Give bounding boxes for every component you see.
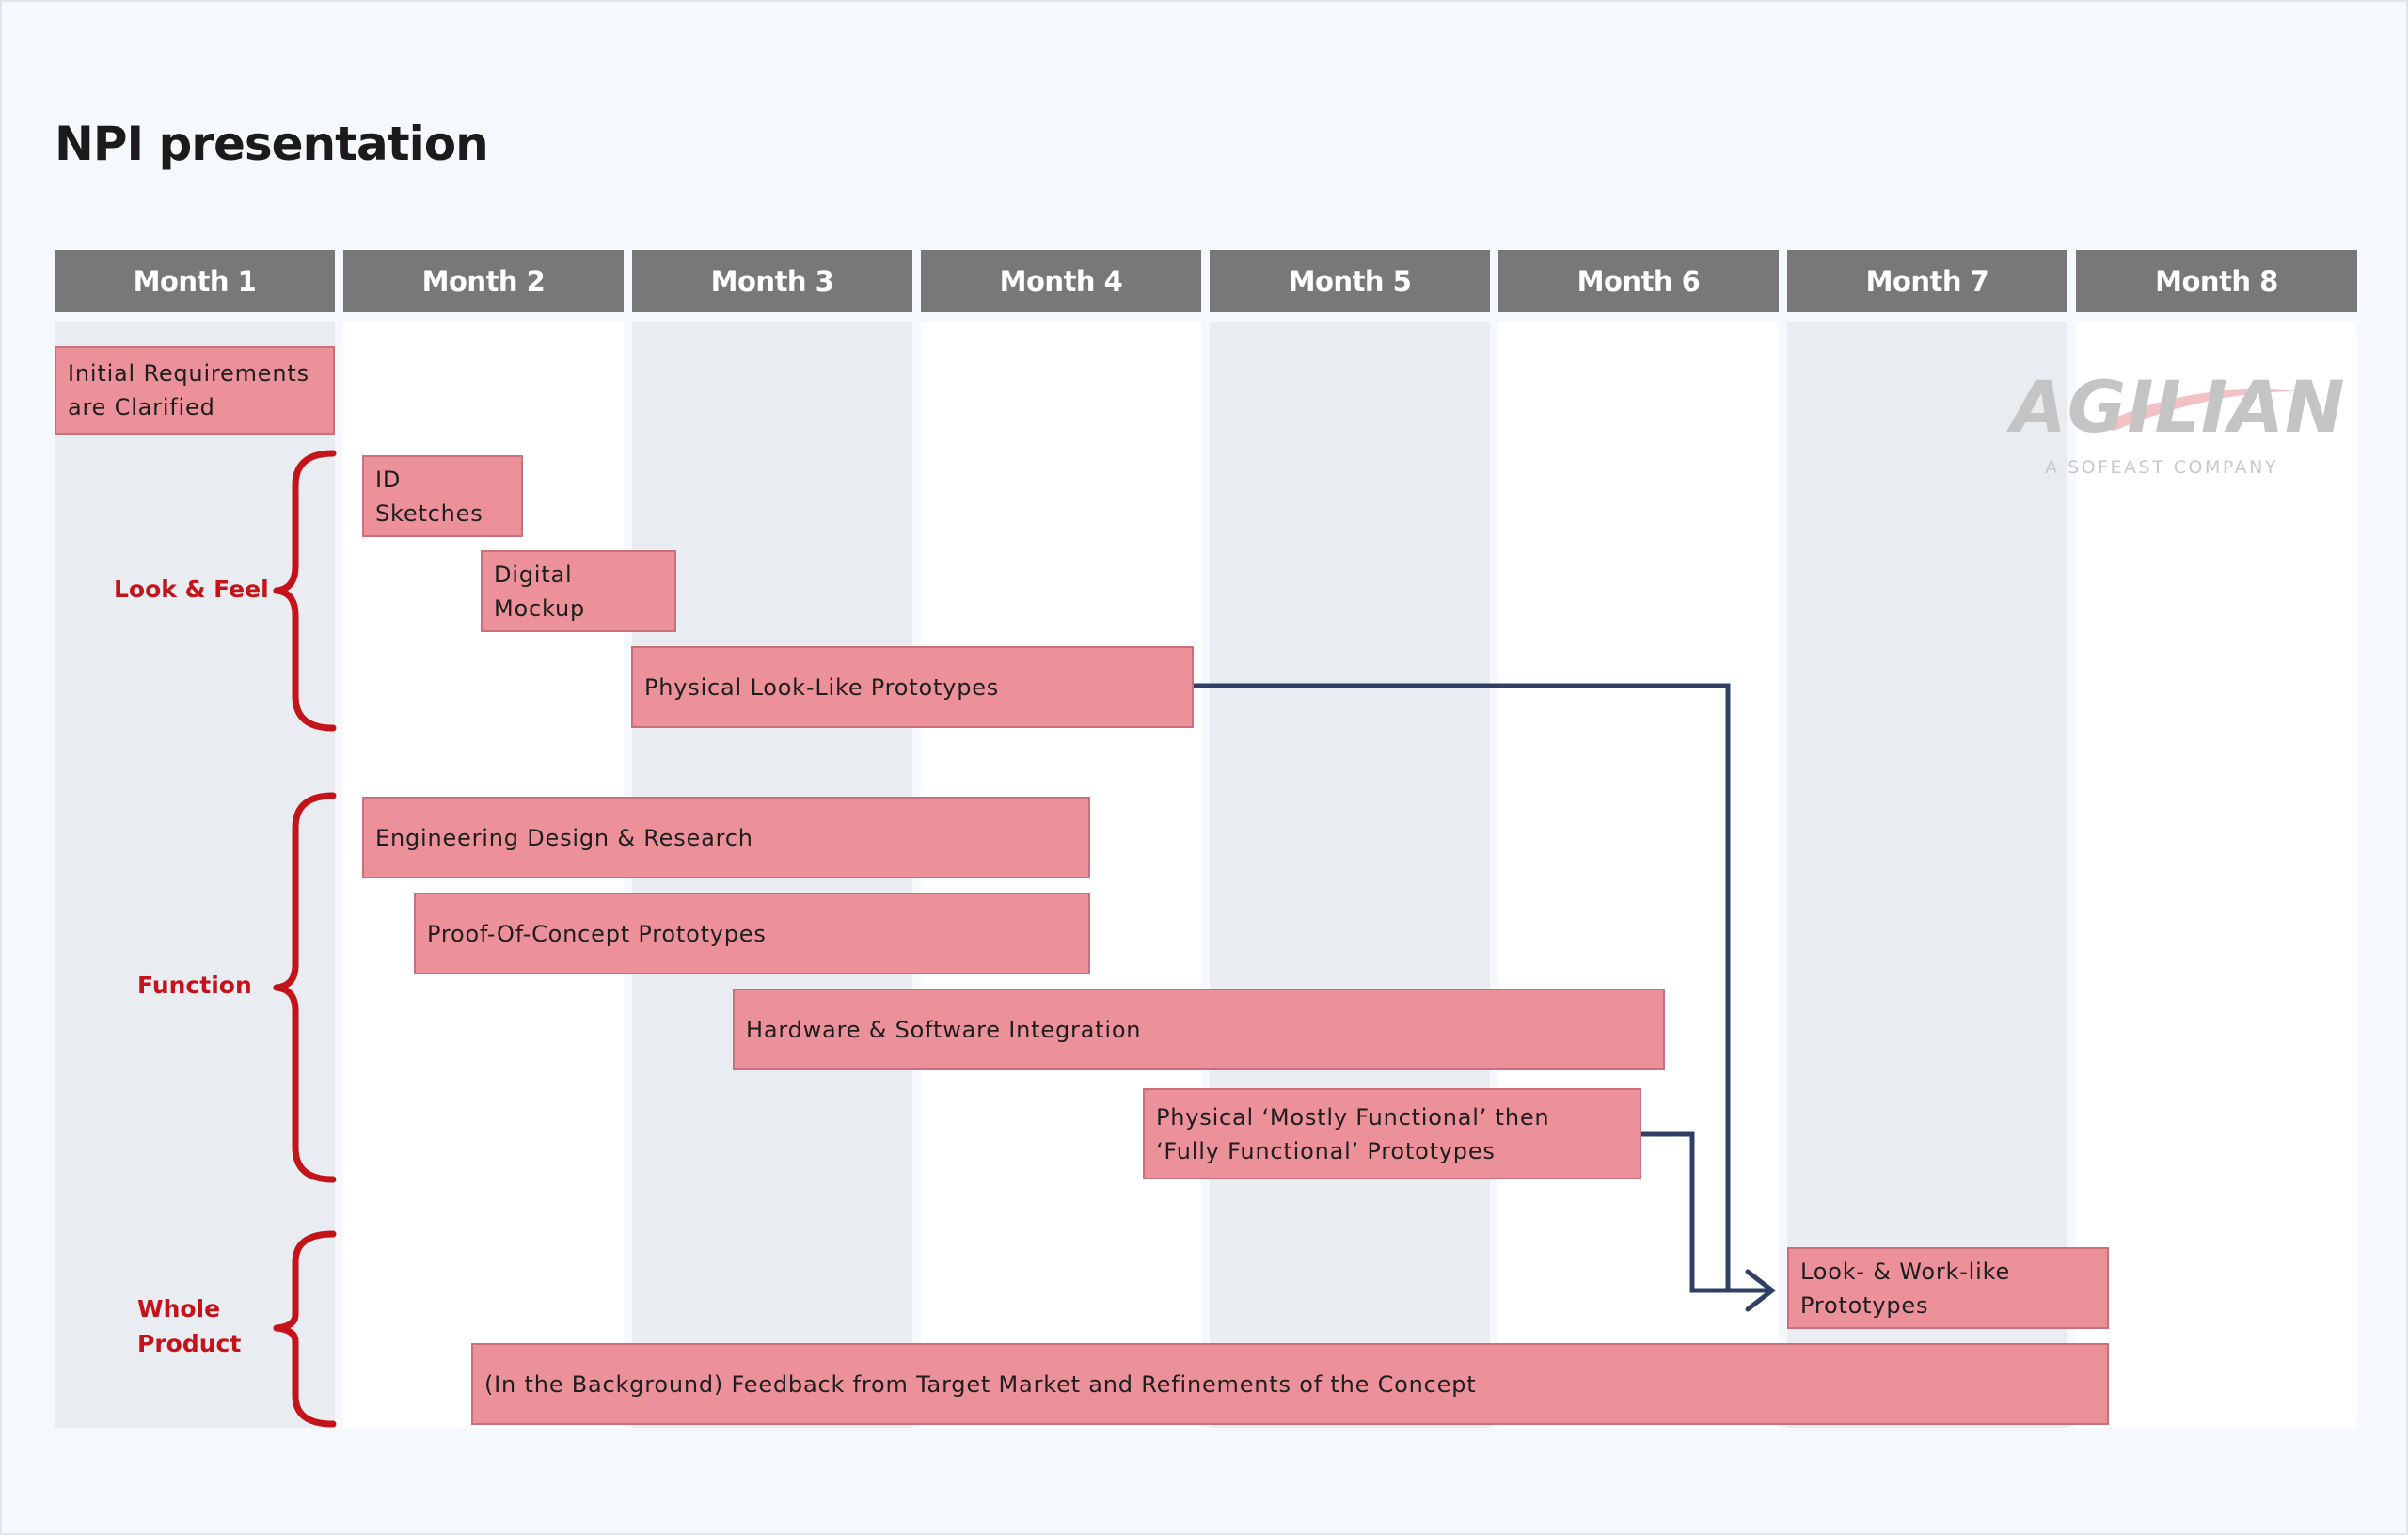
task-physical-functional-prototypes[interactable]: Physical ‘Mostly Functional’ then ‘Fully… xyxy=(1143,1088,1641,1179)
task-engineering-design-research[interactable]: Engineering Design & Research xyxy=(362,797,1090,878)
page-title: NPI presentation xyxy=(55,117,489,171)
month-header-2: Month 2 xyxy=(343,250,624,312)
month-column-1 xyxy=(55,322,335,1428)
task-look-work-like-prototypes[interactable]: Look- & Work-like Prototypes xyxy=(1787,1247,2109,1329)
logo-tagline: A SOFEAST COMPANY xyxy=(2045,457,2278,478)
logo-wordmark: AGILIAN xyxy=(2011,365,2346,449)
group-label-look-feel: Look & Feel xyxy=(114,576,269,603)
agilian-logo: AGILIAN A SOFEAST COMPANY xyxy=(2011,365,2346,487)
month-column-5 xyxy=(1210,322,1490,1428)
logo-swoosh-icon xyxy=(2096,388,2298,431)
month-header-7: Month 7 xyxy=(1787,250,2067,312)
task-id-sketches[interactable]: ID Sketches xyxy=(362,455,523,537)
task-proof-of-concept-prototypes[interactable]: Proof-Of-Concept Prototypes xyxy=(414,893,1090,974)
month-column-8 xyxy=(2076,322,2357,1428)
task-digital-mockup[interactable]: Digital Mockup xyxy=(481,550,676,632)
month-column-6 xyxy=(1498,322,1779,1428)
month-header-4: Month 4 xyxy=(921,250,1201,312)
month-column-7 xyxy=(1787,322,2067,1428)
group-label-function: Function xyxy=(137,972,252,999)
group-label-whole-product: Whole Product xyxy=(137,1295,242,1357)
task-physical-look-like-prototypes[interactable]: Physical Look-Like Prototypes xyxy=(631,646,1194,728)
month-header-8: Month 8 xyxy=(2076,250,2357,312)
task-hardware-software-integration[interactable]: Hardware & Software Integration xyxy=(733,989,1665,1070)
task-initial-requirements[interactable]: Initial Requirements are Clarified xyxy=(55,346,335,435)
month-header-1: Month 1 xyxy=(55,250,335,312)
month-header-6: Month 6 xyxy=(1498,250,1779,312)
month-header-3: Month 3 xyxy=(632,250,912,312)
roadmap-board: Month 1 Month 2 Month 3 Month 4 Month 5 … xyxy=(55,250,2357,1428)
month-header-5: Month 5 xyxy=(1210,250,1490,312)
task-background-feedback[interactable]: (In the Background) Feedback from Target… xyxy=(471,1343,2109,1425)
